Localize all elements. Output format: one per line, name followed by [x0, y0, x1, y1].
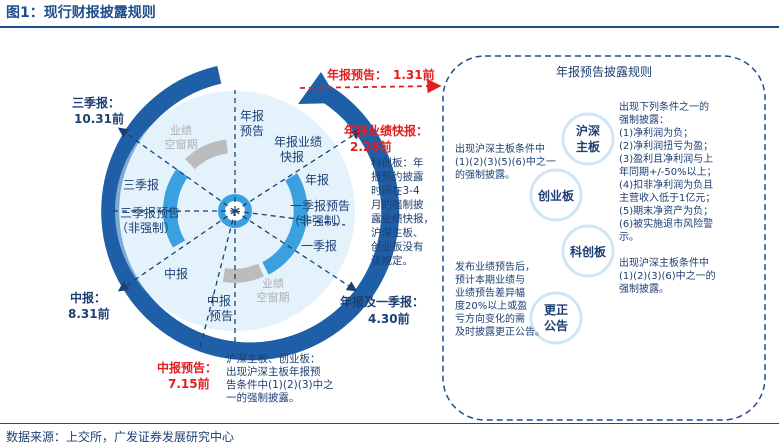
bottom-divider — [0, 423, 779, 424]
data-source: 数据来源：上交所，广发证券发展研究中心 — [6, 430, 235, 444]
inner-ring-blue-left — [163, 168, 189, 248]
bubble-shsz-main-board-label: 沪深主板 — [576, 123, 601, 154]
note-tech-board-express: 科创板：年 报预约披露 时间在3-4 月的强制披 露业绩快报， 沪深主板、 创业… — [371, 156, 437, 267]
wheel-q1-forecast: 一季报预告（非强制） — [288, 198, 350, 228]
bubble-star-market — [561, 224, 615, 278]
spoke-annual-q1 — [234, 210, 358, 292]
wheel-annual-report: 年报 — [305, 172, 329, 187]
spoke-q3 — [117, 127, 236, 212]
deadline-h1-date: 8.31前 — [68, 306, 110, 321]
deadline-annual-q1-date: 4.30前 — [368, 311, 410, 326]
inner-ring-gray-bottom — [222, 263, 264, 283]
wheel-h1-report: 中报 — [164, 266, 188, 281]
note-correction-announcement: 发布业绩预告后， 预计本期业绩与 业绩预告差异幅 度20%以上或盈 亏方向变化的… — [455, 260, 545, 338]
deadline-annual-express-date: 2.28前 — [350, 139, 392, 154]
bubble-star-market-label: 科创板 — [570, 244, 607, 259]
spoke-h1-forecast — [199, 210, 236, 349]
deadline-q3-date: 10.31前 — [74, 111, 124, 126]
bubble-chinext-label: 创业板 — [537, 188, 575, 203]
panel-title: 年报预告披露规则 — [556, 64, 652, 79]
inner-ring-blue-right — [262, 173, 308, 275]
forecast-rules-panel — [442, 55, 766, 421]
top-divider — [0, 26, 779, 28]
deadline-h1-forecast-label: 中报预告： — [157, 360, 217, 375]
note-star-market-conditions: 出现沪深主板条件中 (1)(2)(3)(6)中之一的 强制披露。 — [619, 256, 719, 295]
spoke-right — [234, 210, 346, 226]
wheel-quiet-period-top: 业绩空窗期 — [165, 124, 198, 151]
figure-title: 图1：现行财报披露规则 — [6, 5, 156, 21]
wheel-annual-forecast: 年报预告 — [240, 108, 264, 138]
outer-ring-arc — [101, 66, 400, 361]
wheel-annual-express: 年报业绩快报 — [274, 134, 322, 164]
wheel-quiet-period-bottom: 业绩空窗期 — [257, 277, 290, 304]
wheel-q3-report: 三季报 — [123, 177, 159, 192]
bubble-correction — [529, 291, 583, 345]
deadline-q3-label: 三季报： — [72, 95, 120, 110]
bubble-chinext — [529, 168, 583, 222]
deadline-annual-express-label: 年报业绩快报： — [344, 123, 428, 138]
deadline-annual-forecast-date: 1.31前 — [393, 67, 435, 82]
deadline-annual-q1-label: 年报及一季报： — [340, 294, 424, 309]
note-shsz-conditions: 出现下列条件之一的 强制披露： (1)净利润为负； (2)净利润扭亏为盈； (3… — [619, 100, 720, 243]
wheel-q3-forecast: 三季报预告（非强制） — [116, 205, 180, 235]
note-chinext-conditions: 出现沪深主板条件中 (1)(2)(3)(5)(6)中之一 的强制披露。 — [455, 142, 559, 181]
deadline-h1-label: 中报： — [70, 290, 106, 305]
wheel-q1-report: 一季报 — [301, 238, 337, 253]
bubble-correction-label: 更正公告 — [544, 303, 568, 333]
deadline-annual-forecast-label: 年报预告： — [327, 67, 387, 82]
bubble-shsz-main-board — [561, 112, 615, 166]
deadline-h1-forecast-date: 7.15前 — [168, 376, 210, 391]
wheel-h1-forecast: 中报预告 — [207, 293, 233, 323]
spoke-annual-express — [234, 129, 363, 212]
inner-ring-gray-top — [185, 139, 229, 170]
note-h1-forecast: 沪深主板、创业板： 出现沪深主板年报预 告条件中(1)(2)(3)中之 一的强制… — [226, 352, 337, 404]
